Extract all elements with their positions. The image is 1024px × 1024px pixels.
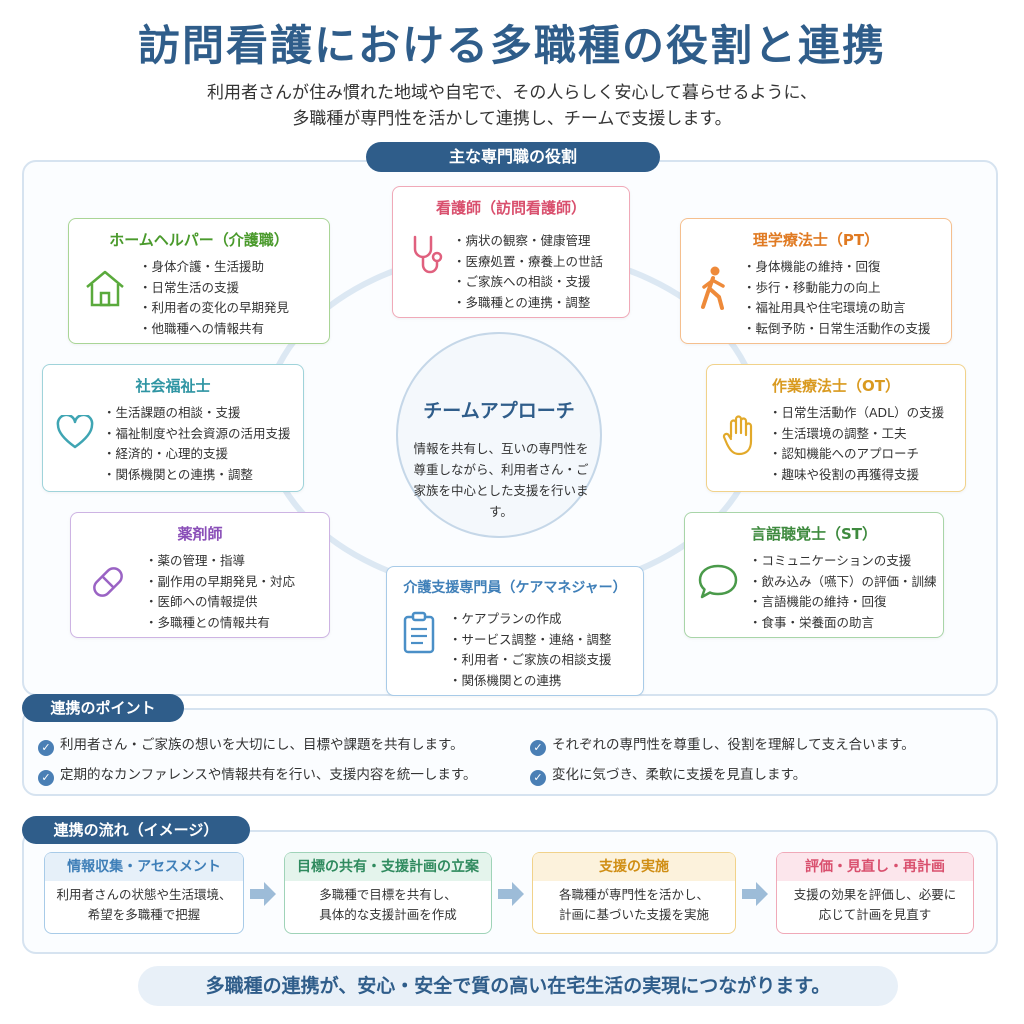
walking-person-icon — [701, 266, 725, 310]
point-item-4: ✓変化に気づき、柔軟に支援を見直します。 — [530, 763, 806, 786]
flow-step-text: 多職種で目標を共有し、具体的な支援計画を作成 — [319, 887, 457, 922]
house-icon — [86, 270, 124, 307]
check-icon: ✓ — [530, 770, 546, 786]
team-approach-text: 情報を共有し、互いの専門性を尊重しながら、利用者さん・ご家族を中心とした支援を行… — [413, 441, 589, 519]
clipboard-icon — [403, 611, 435, 654]
card-nurse-list: ・病状の観察・健康管理 ・医療処置・療養上の世話 ・ご家族への相談・支援 ・多職… — [453, 231, 603, 313]
subtitle-line-1: 利用者さんが住み慣れた地域や自宅で、その人らしく安心して暮らせるように、 — [207, 83, 817, 103]
check-icon: ✓ — [38, 740, 54, 756]
card-pharmacist-list: ・薬の管理・指導 ・副作用の早期発見・対応 ・医師への情報提供 ・多職種との情報… — [145, 551, 295, 633]
card-caremanager-title: 介護支援専門員（ケアマネジャー） — [403, 580, 627, 596]
card-caremanager-list: ・ケアプランの作成 ・サービス調整・連絡・調整 ・利用者・ご家族の相談支援 ・関… — [449, 609, 612, 691]
arrow-right-icon — [742, 882, 768, 906]
hand-icon — [722, 415, 753, 456]
list-item: ・関係機関との連携 — [449, 672, 562, 688]
list-item: ・経済的・心理的支援 — [103, 446, 229, 461]
card-helper: ホームヘルパー（介護職） ・身体介護・生活援助 ・日常生活の支援 ・利用者の変化… — [68, 218, 330, 344]
team-approach-circle: チームアプローチ 情報を共有し、互いの専門性を尊重しながら、利用者さん・ご家族を… — [396, 332, 602, 538]
list-item: ・福祉制度や社会資源の活用支援 — [103, 425, 291, 441]
footer-message: 多職種の連携が、安心・安全で質の高い在宅生活の実現につながります。 — [138, 966, 898, 1006]
list-item: ・多職種との連携・調整 — [453, 294, 591, 310]
flow-step-text: 支援の効果を評価し、必要に応じて計画を見直す — [793, 887, 957, 922]
card-st: 言語聴覚士（ST） ・コミュニケーションの支援 ・飲み込み（嚥下）の評価・訓練 … — [684, 512, 944, 638]
list-item: ・趣味や役割の再獲得支援 — [769, 466, 920, 482]
card-pt-list: ・身体機能の維持・回復 ・歩行・移動能力の向上 ・福祉用具や住宅環境の助言 ・転… — [743, 257, 931, 339]
list-item: ・サービス調整・連絡・調整 — [449, 631, 612, 647]
flow-step-title: 情報収集・アセスメント — [45, 853, 243, 881]
list-item: ・コミュニケーションの支援 — [749, 553, 912, 568]
card-ot-title: 作業療法士（OT） — [772, 377, 900, 395]
list-item: ・転倒予防・日常生活動作の支援 — [743, 320, 931, 336]
speech-bubble-icon — [698, 564, 738, 599]
list-item: ・福祉用具や住宅環境の助言 — [743, 300, 906, 315]
card-care-manager: 介護支援専門員（ケアマネジャー） ・ケアプランの作成 ・サービス調整・連絡・調整… — [386, 566, 644, 696]
stethoscope-icon — [413, 235, 443, 274]
list-item: ・他職種への情報共有 — [139, 320, 265, 336]
check-icon: ✓ — [38, 770, 54, 786]
team-approach-title: チームアプローチ — [423, 400, 575, 422]
card-st-title: 言語聴覚士（ST） — [750, 525, 878, 543]
point-item-2: ✓それぞれの専門性を尊重し、役割を理解して支え合います。 — [530, 733, 915, 756]
card-helper-title: ホームヘルパー（介護職） — [109, 231, 289, 249]
points-section-label: 連携のポイント — [22, 694, 184, 722]
card-pharmacist: 薬剤師 ・薬の管理・指導 ・副作用の早期発見・対応 ・医師への情報提供 ・多職種… — [70, 512, 330, 638]
list-item: ・歩行・移動能力の向上 — [743, 279, 881, 295]
list-item: ・ケアプランの作成 — [449, 611, 562, 626]
flow-step-evaluation: 評価・見直し・再計画 支援の効果を評価し、必要に応じて計画を見直す — [776, 852, 974, 934]
list-item: ・病状の観察・健康管理 — [453, 233, 591, 248]
list-item: ・食事・栄養面の助言 — [749, 614, 875, 630]
card-pt: 理学療法士（PT） ・身体機能の維持・回復 ・歩行・移動能力の向上 ・福祉用具や… — [680, 218, 952, 344]
list-item: ・関係機関との連携・調整 — [103, 466, 253, 482]
flow-step-planning: 目標の共有・支援計画の立案 多職種で目標を共有し、具体的な支援計画を作成 — [284, 852, 492, 934]
point-item-3: ✓定期的なカンファレンスや情報共有を行い、支援内容を統一します。 — [38, 763, 476, 786]
page-title: 訪問看護における多職種の役割と連携 — [137, 21, 886, 70]
list-item: ・言語機能の維持・回復 — [749, 594, 887, 609]
capsule-icon — [93, 567, 123, 597]
list-item: ・医師への情報提供 — [145, 594, 258, 609]
flow-step-assessment: 情報収集・アセスメント 利用者さんの状態や生活環境、希望を多職種で把握 — [44, 852, 244, 934]
list-item: ・薬の管理・指導 — [145, 553, 246, 568]
flow-step-text: 各職種が専門性を活かし、計画に基づいた支援を実施 — [558, 887, 709, 922]
list-item: ・利用者の変化の早期発見 — [139, 300, 290, 315]
list-item: ・多職種との情報共有 — [145, 614, 270, 630]
flow-step-title: 支援の実施 — [533, 853, 735, 881]
card-nurse-title: 看護師（訪問看護師） — [435, 199, 586, 217]
list-item: ・生活課題の相談・支援 — [103, 405, 241, 420]
point-item-1: ✓利用者さん・ご家族の想いを大切にし、目標や課題を共有します。 — [38, 733, 464, 756]
list-item: ・生活環境の調整・工夫 — [769, 425, 907, 441]
check-icon: ✓ — [530, 740, 546, 756]
list-item: ・身体機能の維持・回復 — [743, 259, 881, 274]
subtitle-line-2: 多職種が専門性を活かして連携し、チームで支援します。 — [292, 109, 732, 129]
list-item: ・認知機能へのアプローチ — [769, 446, 920, 461]
heart-icon — [56, 415, 94, 449]
list-item: ・医療処置・療養上の世話 — [453, 253, 604, 269]
arrow-right-icon — [250, 882, 276, 906]
list-item: ・日常生活の支援 — [139, 279, 240, 295]
card-nurse: 看護師（訪問看護師） ・病状の観察・健康管理 ・医療処置・療養上の世話 ・ご家族… — [392, 186, 630, 318]
points-panel — [22, 708, 998, 796]
card-social-worker: 社会福祉士 ・生活課題の相談・支援 ・福祉制度や社会資源の活用支援 ・経済的・心… — [42, 364, 304, 492]
card-st-list: ・コミュニケーションの支援 ・飲み込み（嚥下）の評価・訓練 ・言語機能の維持・回… — [749, 551, 937, 633]
flow-step-title: 目標の共有・支援計画の立案 — [285, 853, 491, 881]
card-helper-list: ・身体介護・生活援助 ・日常生活の支援 ・利用者の変化の早期発見 ・他職種への情… — [139, 257, 289, 339]
arrow-right-icon — [498, 882, 524, 906]
flow-step-implementation: 支援の実施 各職種が専門性を活かし、計画に基づいた支援を実施 — [532, 852, 736, 934]
card-ot: 作業療法士（OT） ・日常生活動作（ADL）の支援 ・生活環境の調整・工夫 ・認… — [706, 364, 966, 492]
list-item: ・利用者・ご家族の相談支援 — [449, 652, 612, 667]
card-social-title: 社会福祉士 — [135, 377, 211, 395]
flow-step-title: 評価・見直し・再計画 — [777, 853, 973, 881]
card-pt-title: 理学療法士（PT） — [752, 231, 880, 249]
list-item: ・日常生活動作（ADL）の支援 — [769, 405, 945, 420]
list-item: ・ご家族への相談・支援 — [453, 274, 591, 289]
list-item: ・身体介護・生活援助 — [139, 259, 265, 274]
list-item: ・副作用の早期発見・対応 — [145, 573, 296, 589]
flow-section-label: 連携の流れ（イメージ） — [22, 816, 250, 844]
card-social-list: ・生活課題の相談・支援 ・福祉制度や社会資源の活用支援 ・経済的・心理的支援 ・… — [103, 403, 291, 485]
flow-step-text: 利用者さんの状態や生活環境、希望を多職種で把握 — [56, 887, 232, 922]
card-pharmacist-title: 薬剤師 — [177, 525, 223, 543]
list-item: ・飲み込み（嚥下）の評価・訓練 — [749, 573, 937, 589]
card-ot-list: ・日常生活動作（ADL）の支援 ・生活環境の調整・工夫 ・認知機能へのアプローチ… — [769, 403, 944, 485]
roles-section-label: 主な専門職の役割 — [366, 142, 660, 172]
